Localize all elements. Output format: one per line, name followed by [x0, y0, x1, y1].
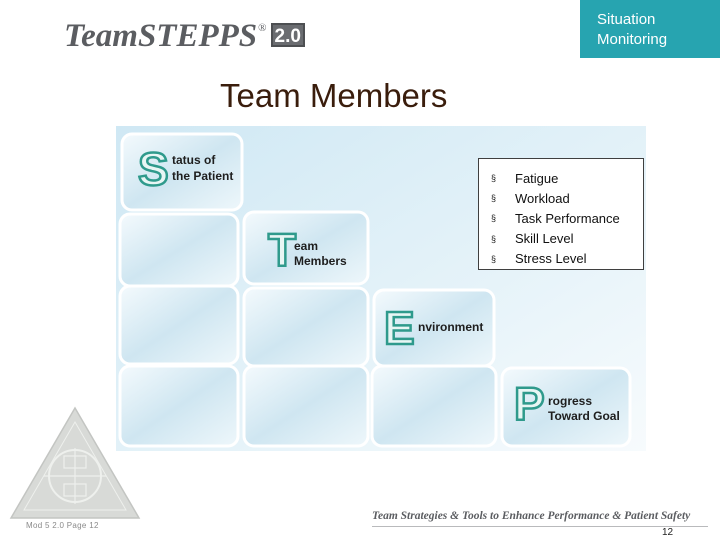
status-letter: S — [138, 143, 169, 195]
status-label-line2: the Patient — [172, 169, 233, 183]
page-number: 12 — [662, 527, 674, 538]
status-label-line1: tatus of — [172, 153, 216, 167]
list-item-label: Fatigue — [515, 170, 559, 186]
team-letter: T — [268, 224, 296, 276]
list-item-label: Task Performance — [515, 210, 620, 226]
module-page-label: Mod 5 2.0 Page 12 — [26, 521, 99, 530]
list-item-label: Stress Level — [515, 251, 587, 267]
team-member-factors-list: § Fatigue § Workload § Task Performance § Sk… — [478, 158, 644, 270]
ice-block — [118, 210, 370, 288]
list-item: § Stress Level — [491, 249, 643, 269]
progress-letter: P — [514, 378, 545, 430]
bullet-marker: § — [491, 173, 497, 184]
progress-toward-goal-label: P rogress Toward Goal — [513, 377, 620, 432]
section-tab: Situation Monitoring — [580, 0, 720, 58]
progress-label-line2: Toward Goal — [548, 409, 620, 423]
list-item: § Task Performance — [491, 208, 643, 228]
ice-block — [118, 284, 496, 368]
list-item: § Workload — [491, 188, 643, 208]
environment-label: E nvironment — [383, 301, 484, 356]
logo-version-badge: 2.0 — [270, 23, 305, 47]
team-members-label: T eam Members — [267, 223, 347, 278]
list-item: § Fatigue — [491, 168, 643, 188]
teamstepps-triangle-watermark — [9, 406, 141, 519]
bullet-marker: § — [491, 253, 497, 264]
list-item: § Skill Level — [491, 229, 643, 249]
progress-label-line1: rogress — [548, 394, 592, 408]
logo-text: TeamSTEPPS — [64, 18, 258, 54]
environment-letter: E — [384, 302, 415, 354]
environment-label-line1: nvironment — [418, 320, 483, 334]
list-item-label: Skill Level — [515, 231, 574, 247]
bullet-marker: § — [491, 233, 497, 244]
footer-tagline: Team Strategies & Tools to Enhance Perfo… — [372, 510, 691, 522]
teamstepps-logo: TeamSTEPPS ® 2.0 — [64, 16, 305, 56]
bullet-marker: § — [491, 193, 497, 204]
ice-block — [118, 364, 632, 448]
list-item-label: Workload — [515, 190, 570, 206]
footer-divider — [372, 526, 708, 527]
ice-block — [120, 132, 244, 212]
status-of-patient-label: S tatus of the Patient — [137, 142, 234, 197]
bullet-marker: § — [491, 213, 497, 224]
team-label-line2: Members — [294, 254, 347, 268]
team-label-line1: eam — [294, 239, 318, 253]
page-title: Team Members — [220, 77, 448, 114]
logo-registered-mark: ® — [258, 22, 267, 34]
